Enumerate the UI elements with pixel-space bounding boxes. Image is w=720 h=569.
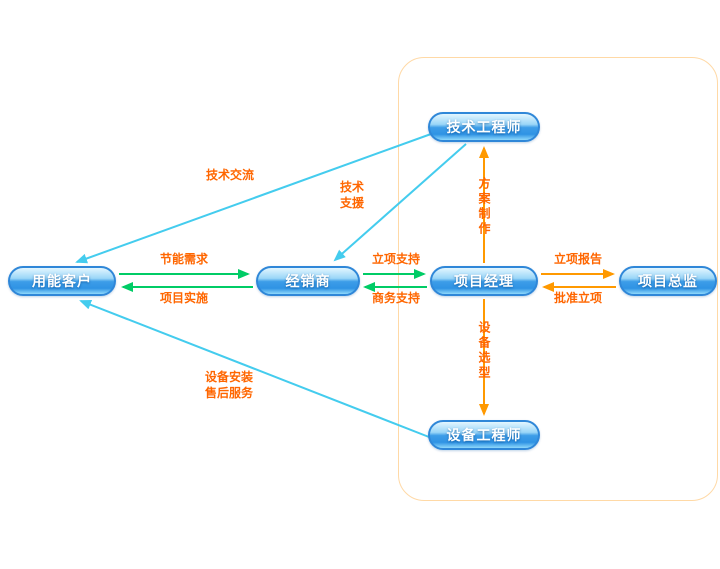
label-business-support: 商务支持 [371, 291, 421, 305]
node-project-director-label: 项目总监 [638, 274, 698, 290]
node-dealer-label: 经销商 [285, 274, 331, 290]
label-approval-report: 立项报告 [553, 252, 603, 266]
arrow-tech-support [333, 143, 467, 262]
label-project-implement: 项目实施 [159, 291, 209, 305]
node-tech-engineer-label: 技术工程师 [446, 120, 522, 136]
node-equipment-engineer: 设备工程师 [428, 420, 540, 450]
node-project-manager-label: 项目经理 [454, 274, 514, 290]
node-dealer: 经销商 [256, 266, 360, 296]
label-energy-demand: 节能需求 [159, 252, 209, 266]
node-equipment-engineer-label: 设备工程师 [446, 428, 522, 444]
node-customer: 用能客户 [8, 266, 116, 296]
label-install-service: 设备安装 售后服务 [204, 370, 254, 400]
process-frame [398, 57, 718, 501]
label-approve-project: 批准立项 [553, 291, 603, 305]
node-tech-engineer: 技术工程师 [428, 112, 540, 142]
label-plan-making: 方案制作 [477, 177, 491, 237]
label-approval-support: 立项支持 [371, 252, 421, 266]
arrow-install-service [79, 299, 430, 438]
arrow-tech-exchange [75, 133, 432, 264]
label-equipment-selection: 设备选型 [477, 321, 491, 381]
node-project-director: 项目总监 [619, 266, 717, 296]
node-customer-label: 用能客户 [32, 274, 92, 290]
node-project-manager: 项目经理 [430, 266, 538, 296]
label-tech-support: 技术 支援 [339, 180, 365, 210]
label-tech-exchange: 技术交流 [205, 168, 255, 182]
